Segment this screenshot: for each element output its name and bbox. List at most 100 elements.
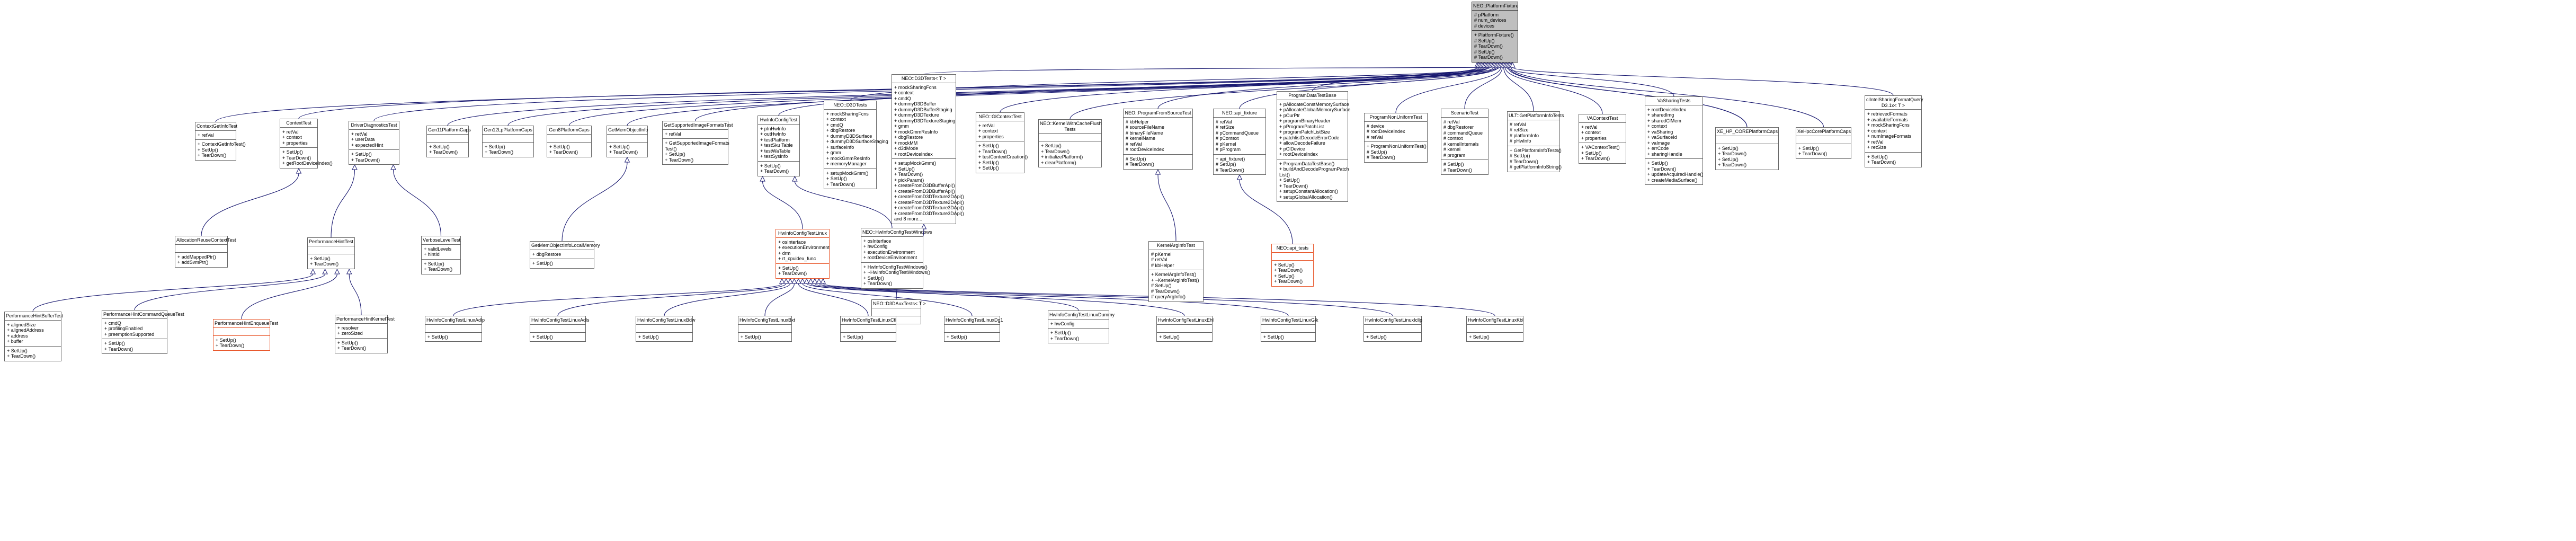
class-operations: + ProgramDataTestBase() + buildAndDecode…	[1279, 161, 1349, 200]
class-box-getmemobjectinfolocalmemory[interactable]: GetMemObjectInfoLocalMemory+ dbgRestore+…	[530, 241, 600, 269]
class-box-performancehintkerneltest[interactable]: PerformanceHintKernelTest+ resolver + ze…	[335, 315, 395, 353]
inheritance-edge	[1509, 67, 1748, 128]
class-box-neo-api-fixture[interactable]: NEO::api_fixture# retVal # retSize # pCo…	[1213, 109, 1266, 175]
class-attributes: + pInHwInfo + outHwInfo + testPlatform +…	[758, 125, 799, 162]
class-box-clintelsharingformatquery-d3-1x-t[interactable]: clIntelSharingFormatQuery D3.1x< T >+ re…	[1865, 95, 1923, 167]
inheritance-edge	[453, 283, 782, 316]
class-name: GetMemObjectInfoLocalMemory	[530, 242, 600, 250]
class-box-neo-kernelwithcacheflush-tests[interactable]: NEO::KernelWithCacheFlush Tests+ SetUp()…	[1038, 119, 1102, 167]
class-operations: + SetUp() + TearDown()	[216, 337, 245, 349]
class-box-xehpccoreplatformcaps[interactable]: XeHpcCorePlatformCaps+ SetUp() + TearDow…	[1796, 127, 1851, 159]
class-box-contextgetinfotest[interactable]: ContextGetInfoTest+ retVal+ ContextGetIn…	[195, 122, 246, 161]
class-box-scenariotest[interactable]: ScenarioTest# retVal # dbgRestorer # com…	[1441, 109, 1488, 175]
class-operations: + GetPlatformInfoTests() # SetUp() # Tea…	[1510, 147, 1562, 170]
class-box-programnonuniformtest[interactable]: ProgramNonUniformTest# device # rootDevi…	[1364, 113, 1428, 163]
class-box-kernelarginfotest[interactable]: KernelArgInfoTest# pKernel # retVal # kb…	[1148, 241, 1204, 302]
class-box-allocationreusecontexttest[interactable]: AllocationReuseContextTest+ addMappedPtr…	[175, 236, 236, 268]
inheritance-arrowhead	[334, 268, 340, 274]
class-box-neo-d3dtests[interactable]: NEO::D3DTests+ mockSharingFcns + context…	[824, 101, 888, 189]
class-attributes: + retVal + userData + expectedHint	[349, 130, 399, 150]
class-attributes: + mockSharingFcns + context + cmdQ + dbg…	[824, 110, 888, 169]
inheritance-edge	[1000, 67, 1494, 113]
class-box-neo-api-tests[interactable]: NEO::api_tests+ SetUp() + TearDown() + S…	[1271, 244, 1314, 287]
class-attributes	[1157, 325, 1212, 333]
inheritance-arrowhead	[791, 278, 797, 284]
class-operations: + PlatformFixture() # SetUp() # TearDown…	[1474, 32, 1514, 60]
class-name: VaSharingTests	[1645, 97, 1703, 105]
class-box-vasharingtests[interactable]: VaSharingTests+ rootDeviceIndex + shared…	[1645, 96, 1703, 185]
inheritance-edge	[331, 169, 355, 238]
class-box-neo-programfromsourcetest[interactable]: NEO::ProgramFromSourceTest# kbHelper # s…	[1123, 109, 1193, 170]
class-attributes	[213, 328, 270, 336]
inheritance-arrowhead	[820, 278, 826, 284]
class-operations: + SetUp()	[532, 334, 553, 340]
class-box-neo-hwinfoconfigtestwindows[interactable]: NEO::HwInfoConfigTestWindows+ osInterfac…	[861, 228, 932, 289]
class-operations: + SetUp() + TearDown() + testContextCrea…	[978, 143, 1028, 171]
class-attributes	[607, 135, 647, 143]
class-name: HwInfoConfigTestLinuxDg1	[944, 316, 1003, 325]
inheritance-arrowhead	[808, 278, 814, 284]
inheritance-edge	[1312, 67, 1500, 92]
class-box-hwinfoconfigtestlinuxicllp[interactable]: HwInfoConfigTestLinuxIcllp+ SetUp()	[1363, 316, 1422, 342]
class-attributes	[308, 246, 354, 254]
class-box-performancehintenqueuetest[interactable]: PerformanceHintEnqueueTest + SetUp() + Te…	[213, 319, 278, 351]
class-attributes	[425, 325, 482, 333]
class-attributes	[636, 325, 692, 333]
inheritance-edge	[1157, 174, 1176, 242]
class-box-getmemobjectinfo[interactable]: GetMemObjectInfo+ SetUp() + TearDown()	[607, 126, 648, 157]
class-name: HwInfoConfigTestLinux	[776, 229, 829, 238]
class-name: NEO::api_fixture	[1214, 109, 1265, 118]
inheritance-arrowhead	[779, 278, 785, 284]
class-box-gen8platformcaps[interactable]: Gen8PlatformCaps+ SetUp() + TearDown()	[547, 126, 592, 157]
class-box-neo-d3dtests-t[interactable]: NEO::D3DTests< T >+ mockSharingFcns + co…	[892, 74, 964, 224]
class-box-xe-hp-coreplatformcaps[interactable]: XE_HP_COREPlatformCaps+ SetUp() + TearDo…	[1715, 127, 1779, 170]
class-box-hwinfoconfigtestlinux[interactable]: HwInfoConfigTestLinux+ osInterface + exe…	[776, 229, 830, 279]
class-box-performancehintbuffertest[interactable]: PerformanceHintBufferTest+ alignedSize +…	[4, 312, 63, 361]
class-box-driverdiagnosticstest[interactable]: DriverDiagnosticsTest+ retVal + userData…	[349, 121, 399, 165]
class-box-hwinfoconfigtestlinuxdummy[interactable]: HwInfoConfigTestLinuxDummy+ hwConfig+ Se…	[1048, 311, 1115, 343]
class-box-hwinfoconfigtest[interactable]: HwInfoConfigTest+ pInHwInfo + outHwInfo …	[757, 116, 800, 176]
class-box-neo-glcontexttest[interactable]: NEO::GlContextTest+ retVal + context + p…	[976, 112, 1028, 173]
class-attributes: + retVal	[195, 131, 236, 140]
class-attributes: + osInterface + executionEnvironment + d…	[776, 238, 830, 264]
class-name: ProgramNonUniformTest	[1365, 113, 1427, 122]
class-name: HwInfoConfigTestLinuxBxt	[738, 316, 795, 325]
class-box-getsupportedimageformatstest[interactable]: GetSupportedImageFormatsTest+ retVal+ Ge…	[662, 121, 733, 165]
class-box-vacontexttest[interactable]: VAContextTest+ retVal + context + proper…	[1579, 114, 1626, 164]
class-box-neo-platformfixture[interactable]: NEO::PlatformFixture# pPlatform # num_de…	[1472, 2, 1519, 63]
class-box-verboseleveltest[interactable]: VerboseLevelTest+ validLevels + hintId+ …	[421, 236, 461, 274]
class-box-programdatatestbase[interactable]: ProgramDataTestBase+ pAllocateConstMemor…	[1277, 91, 1350, 202]
class-operations: + SetUp()	[427, 334, 448, 340]
inheritance-edge	[1395, 67, 1501, 113]
class-box-performancehintcommandqueuetest[interactable]: PerformanceHintCommandQueueTest+ cmdQ + …	[102, 310, 184, 354]
class-box-hwinfoconfigtestlinuxbxt[interactable]: HwInfoConfigTestLinuxBxt + SetUp()	[738, 316, 795, 342]
class-operations: + SetUp()	[741, 334, 761, 340]
class-name: PerformanceHintEnqueueTest	[213, 320, 278, 328]
inheritance-arrowhead	[799, 278, 806, 284]
class-name: PerformanceHintBufferTest	[5, 312, 63, 321]
class-box-contexttest[interactable]: ContextTest+ retVal + context + properti…	[280, 119, 333, 168]
class-box-hwinfoconfigtestlinuxglk[interactable]: HwInfoConfigTestLinuxGlk+ SetUp()	[1261, 316, 1318, 342]
class-attributes: # pKernel # retVal # kbHelper	[1149, 250, 1203, 270]
class-name: HwInfoConfigTestLinuxKbl	[1467, 316, 1523, 325]
class-box-gen11platformcaps[interactable]: Gen11PlatformCaps+ SetUp() + TearDown()	[426, 126, 471, 157]
class-operations: + setupMockGmm() + SetUp() + TearDown() …	[894, 161, 964, 221]
inheritance-edge	[850, 67, 1491, 101]
class-attributes	[1261, 325, 1315, 333]
class-box-hwinfoconfigtestlinuxadlp[interactable]: HwInfoConfigTestLinuxAdlp+ SetUp()	[425, 316, 485, 342]
class-attributes	[1716, 136, 1778, 144]
inheritance-edge	[694, 67, 1488, 121]
class-box-hwinfoconfigtestlinuxadls[interactable]: HwInfoConfigTestLinuxAdls+ SetUp()	[530, 316, 590, 342]
class-name: NEO::GlContextTest	[976, 113, 1024, 121]
class-box-ult-getplatforminfotests[interactable]: ULT::GetPlatformInfoTests# retVal # retS…	[1507, 111, 1564, 172]
class-box-hwinfoconfigtestlinuxehl[interactable]: HwInfoConfigTestLinuxEhl+ SetUp()	[1156, 316, 1214, 342]
class-box-hwinfoconfigtestlinuxkbl[interactable]: HwInfoConfigTestLinuxKbl+ SetUp()	[1466, 316, 1523, 342]
class-box-hwinfoconfigtestlinuxbdw[interactable]: HwInfoConfigTestLinuxBdw+ SetUp()	[636, 316, 696, 342]
class-box-hwinfoconfigtestlinuxdg1[interactable]: HwInfoConfigTestLinuxDg1+ SetUp()	[944, 316, 1003, 342]
class-box-gen12lpplatformcaps[interactable]: Gen12LpPlatformCaps+ SetUp() + TearDown(…	[482, 126, 534, 157]
class-box-performancehinttest[interactable]: PerformanceHintTest+ SetUp() + TearDown(…	[307, 237, 355, 269]
class-box-hwinfoconfigtestlinuxcfl[interactable]: HwInfoConfigTestLinuxCfl+ SetUp()	[840, 316, 896, 342]
class-operations: # SetUp() # TearDown()	[1443, 162, 1472, 173]
class-name: ContextTest	[280, 119, 317, 128]
class-operations: + GetSupportedImageFormats Test() + SetU…	[665, 140, 729, 163]
